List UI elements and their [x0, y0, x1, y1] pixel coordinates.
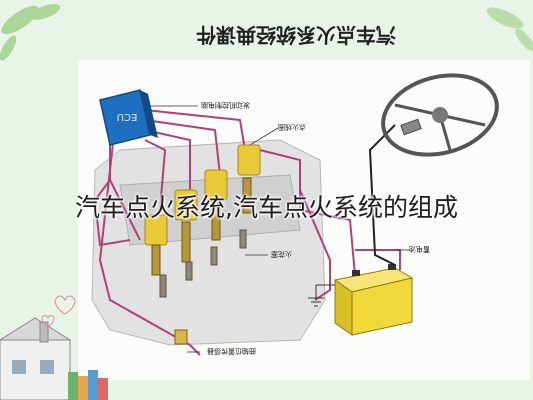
leaf-decoration-icon — [0, 4, 61, 61]
coil-top-label: 点火线圈 — [278, 123, 306, 132]
diagram-title: 汽车点火系统经典课件 — [196, 23, 396, 47]
leaf-decoration-right-icon — [486, 7, 533, 52]
ignition-coils — [144, 144, 261, 246]
ignition-switch — [400, 118, 422, 136]
factory-icon — [0, 317, 72, 400]
ecu-box: ECU — [99, 89, 158, 146]
books-decoration-icon — [68, 370, 108, 400]
ecu-note-label: 发动机控制电脑 — [201, 101, 250, 110]
battery-label: 蓄电池 — [409, 245, 430, 254]
heart-decoration-icon — [41, 295, 76, 328]
spark-plugs — [151, 177, 252, 298]
wiring-harness — [93, 109, 401, 356]
battery-cable — [368, 124, 396, 266]
crank-sensor — [174, 329, 188, 345]
ecu-label: ECU — [117, 111, 138, 122]
steering-hub — [432, 107, 448, 123]
spark-plug-label: 火花塞 — [271, 250, 292, 259]
ground-symbol-icon — [308, 285, 324, 307]
coil-leader-line — [249, 127, 279, 146]
crank-sensor-label: 曲轴位置传感器 — [207, 347, 256, 356]
battery — [333, 264, 414, 336]
